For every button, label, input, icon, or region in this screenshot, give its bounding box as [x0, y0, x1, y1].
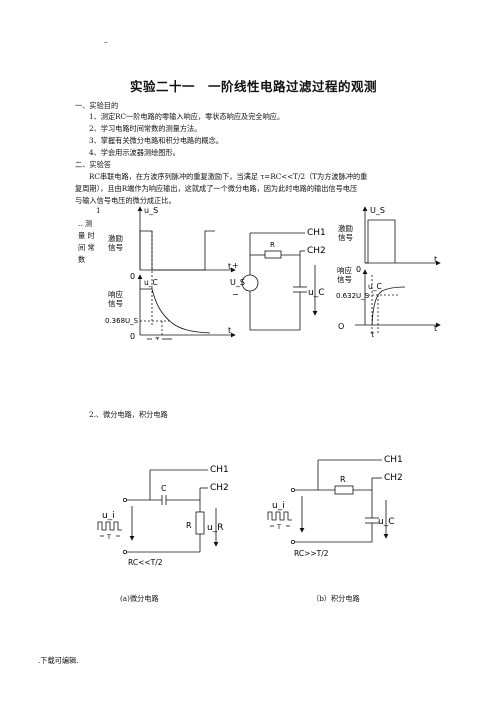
side-label-number: 1	[96, 206, 101, 215]
label-response: 响应	[108, 289, 123, 299]
label-signal: 信号	[108, 298, 123, 308]
waveform-left	[137, 206, 236, 340]
waveform-right	[355, 206, 441, 333]
label-ui: u_i	[272, 501, 285, 511]
label-level: 0.632U_S	[336, 292, 370, 300]
header-mark: –	[104, 37, 108, 46]
label-t: t	[434, 324, 437, 333]
label-origin: O	[338, 322, 344, 331]
rc-circuit	[241, 232, 318, 331]
label-zero: 0	[130, 332, 135, 340]
label-r: R	[186, 521, 192, 530]
label-excite: 激励	[338, 223, 353, 233]
paragraph-line: 复周期），且由R端作为响应输出，这就成了一个微分电路，因为此时电路的输出信号电压	[75, 184, 358, 193]
label-ch2: CH2	[384, 473, 403, 483]
label-us: u_S	[144, 206, 158, 215]
label-condition: RC<<T/2	[128, 558, 163, 567]
label-ch1: CH1	[210, 465, 229, 475]
label-uc: u_C	[378, 517, 395, 527]
label-t: t	[228, 262, 231, 271]
label-plus: +	[232, 261, 239, 270]
label-level: 0.368U_S	[105, 317, 139, 325]
label-r: R	[340, 475, 346, 484]
label-t: t	[434, 255, 437, 264]
label-ch1: CH1	[307, 228, 326, 238]
paragraph-line: RC串联电路，在方波序列脉冲的重复激励下，当满足 τ=RC<<T/2（T为方波脉…	[89, 172, 368, 181]
label-period: T	[276, 523, 281, 531]
label-t: t	[228, 326, 231, 335]
label-tau: τ	[155, 335, 160, 340]
label-period: T	[106, 533, 111, 541]
label-ur: u_R	[207, 523, 223, 533]
label-signal: 信号	[338, 232, 353, 242]
section-heading-principle: 二、实验答	[75, 160, 111, 169]
label-response: 响应	[337, 265, 352, 275]
paragraph-line: 与输入信号电压的微分成正比。	[75, 196, 176, 205]
label-signal: 信号	[337, 274, 352, 284]
label-ch2: CH2	[307, 246, 326, 256]
integrator-circuit	[267, 459, 389, 545]
goal-item: 4、学会用示波器测绘图形。	[89, 148, 180, 157]
figure-diff-int-circuits: CH1 CH2 C R u_i T u_R RC<<T/2 CH1 CH2 R …	[97, 455, 403, 567]
label-r: R	[270, 241, 275, 249]
goal-item: 2、学习电路时间常数的测量方法。	[89, 124, 202, 133]
page-title: 实验二十一 一阶线性电路过滤过程的观测	[130, 79, 378, 94]
label-us: U_S	[370, 206, 385, 215]
label-tau: τ	[370, 330, 375, 339]
label-minus: −	[232, 290, 239, 299]
label-c: C	[161, 484, 167, 493]
subsection-heading: 2.、微分电路，积分电路	[89, 410, 168, 419]
label-signal: 信号	[108, 242, 123, 252]
differentiator-circuit	[97, 469, 219, 555]
label-ch2: CH2	[210, 483, 229, 493]
section-heading-objectives: 一、实验目的	[75, 101, 119, 110]
figure-rc-step-response: u_S 激励 信号 0 t u_C 响应 信号 0.368U_S 0 t τ C…	[105, 206, 441, 340]
label-us: U_S	[230, 278, 245, 287]
label-uc: u_C	[308, 288, 325, 298]
goal-item: 1、测定RC一阶电路的零输入响应，零状态响应及完全响应。	[89, 112, 285, 121]
label-uc: u_C	[144, 278, 158, 287]
caption-integrator: （b）积分电路	[312, 594, 360, 603]
label-zero: 0	[130, 272, 135, 281]
label-zero: 0	[356, 265, 361, 274]
label-uc: u_C	[368, 282, 382, 291]
label-condition: RC>>T/2	[294, 549, 329, 558]
footer-note: .下载可编辑.	[38, 656, 79, 665]
goal-item: 3、掌握有关微分电路和积分电路的概念。	[89, 136, 223, 145]
label-excite: 激励	[108, 233, 123, 243]
label-ui: u_i	[102, 511, 115, 521]
caption-differentiator: (a)微分电路	[120, 594, 159, 603]
side-label: .. 测 量 时 间 常 数	[78, 219, 95, 264]
label-ch1: CH1	[384, 455, 403, 465]
